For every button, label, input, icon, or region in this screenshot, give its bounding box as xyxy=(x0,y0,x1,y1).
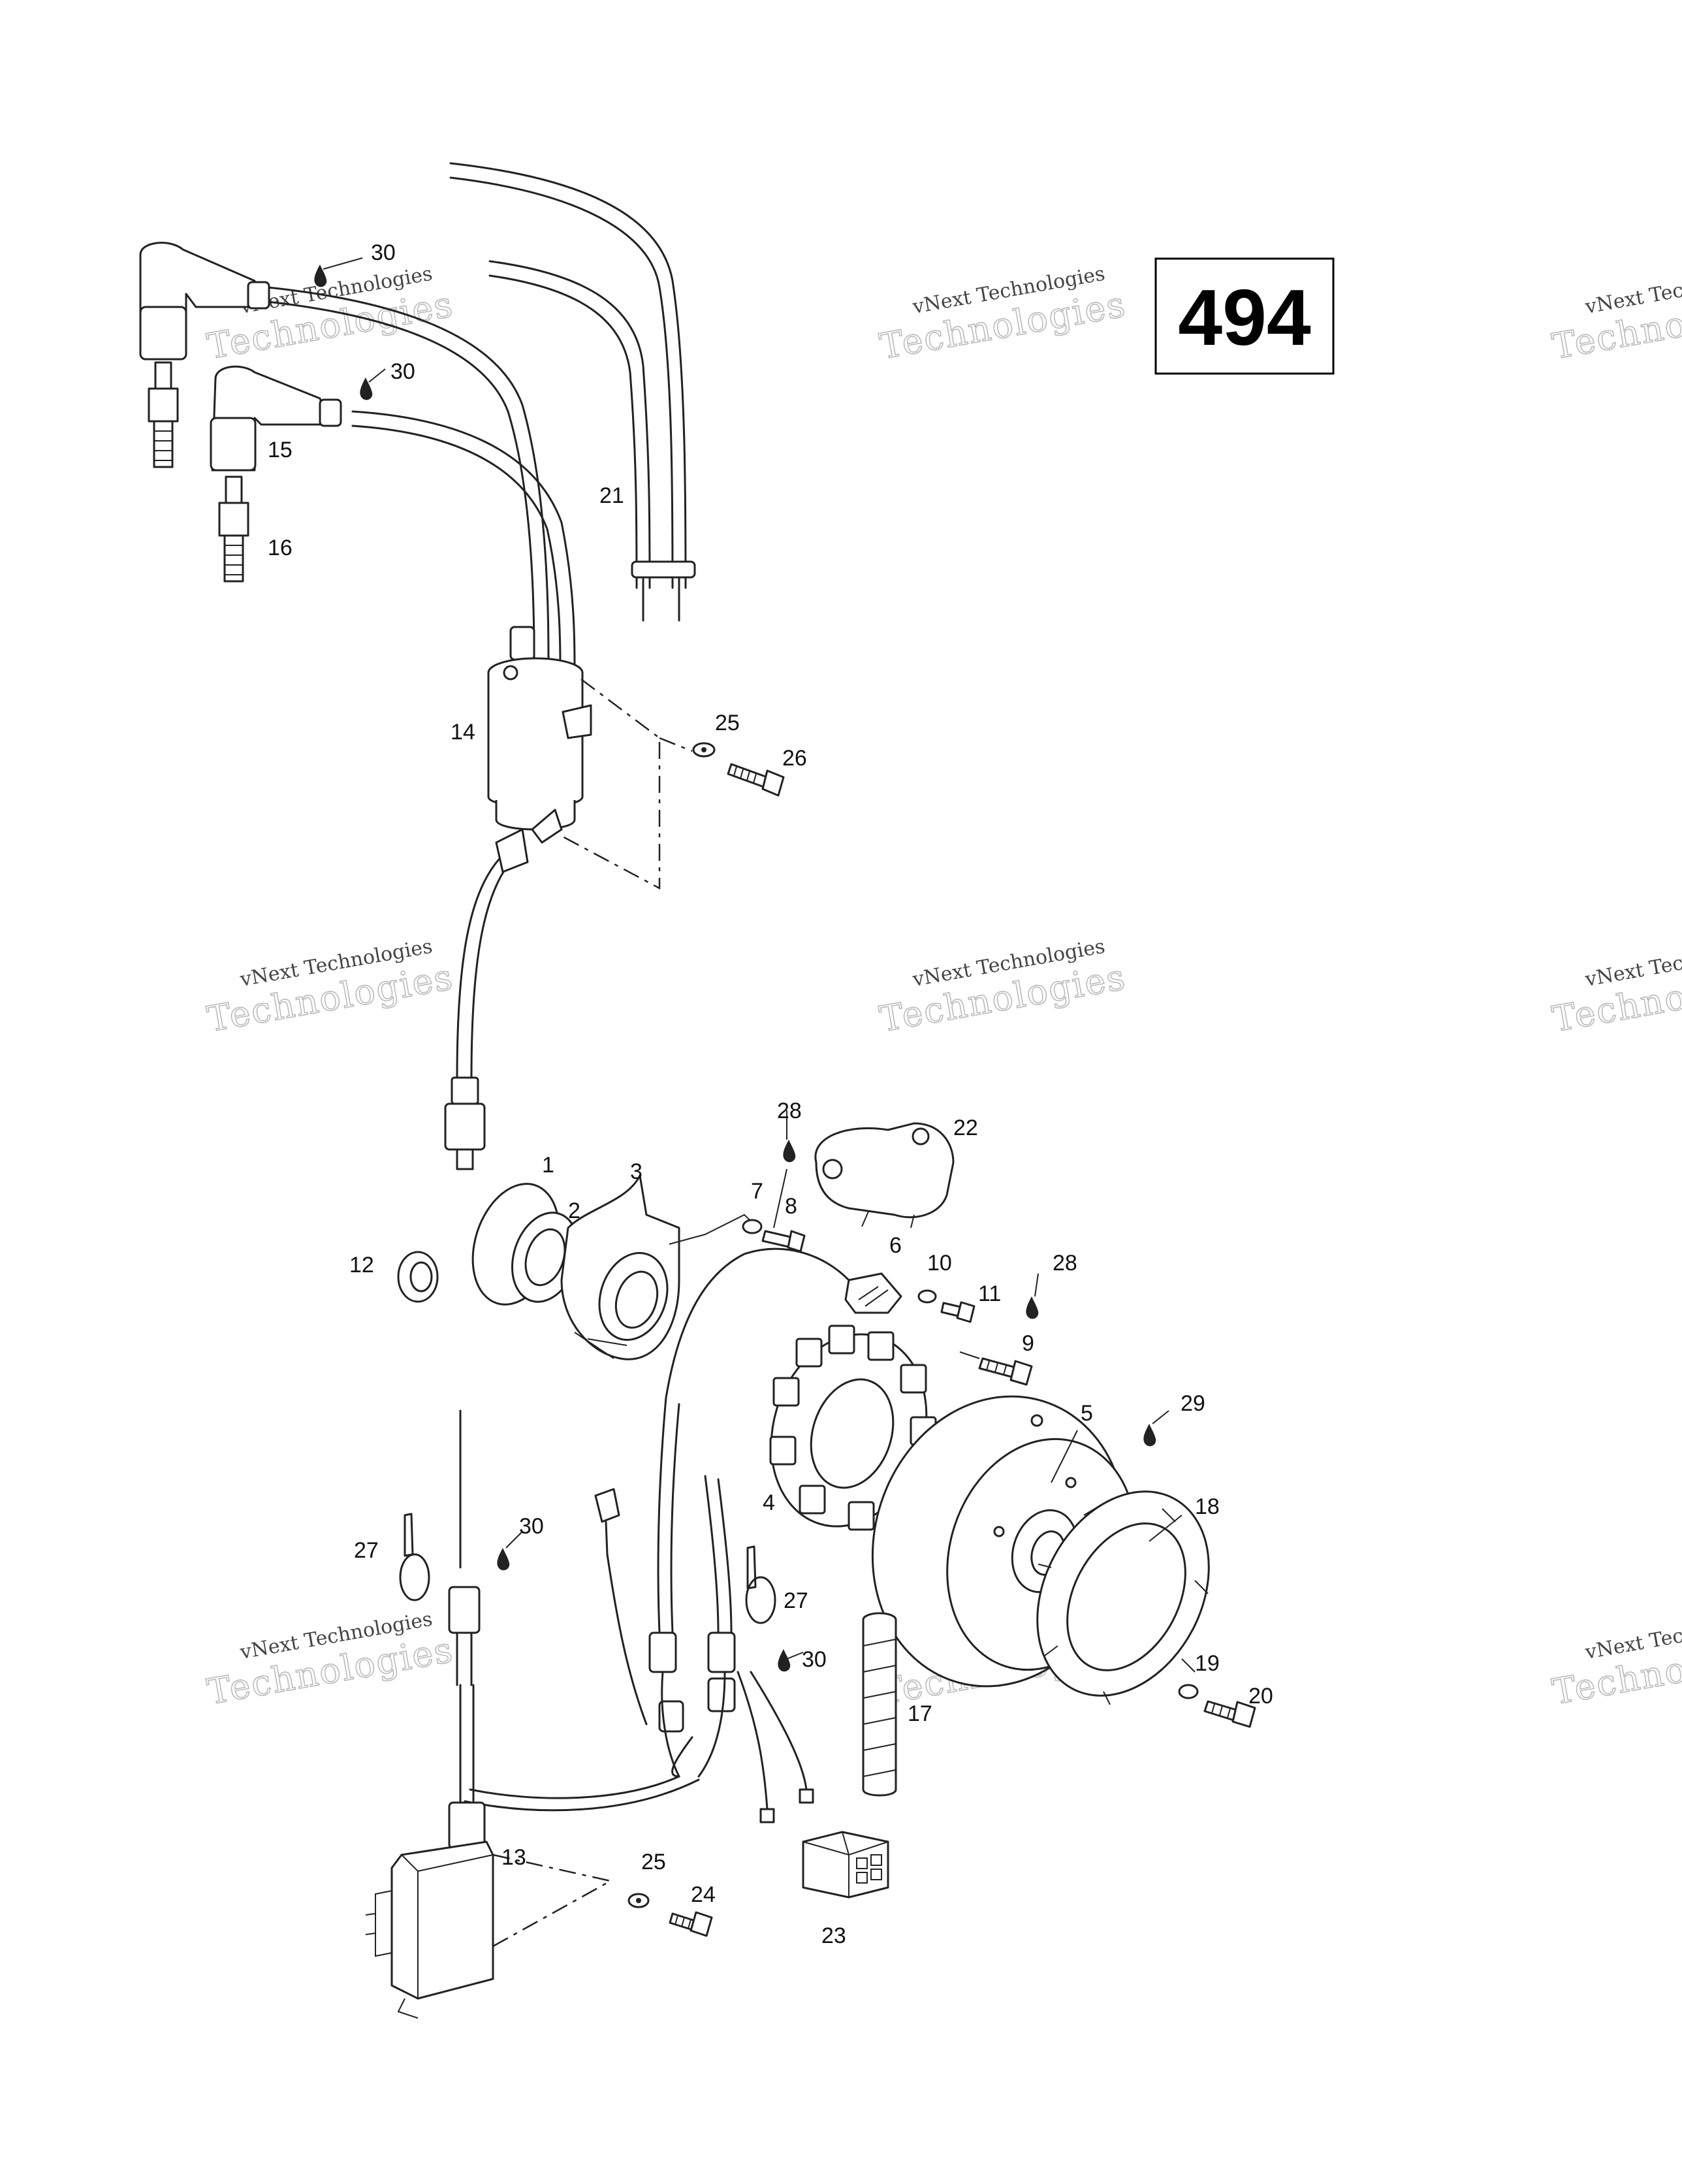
callout-19: 19 xyxy=(1195,1651,1220,1676)
callout-2: 2 xyxy=(568,1198,580,1223)
callout-labels: 1 2 3 4 5 6 7 8 9 10 11 12 13 14 15 16 1… xyxy=(268,240,1273,1948)
callout-28-lower: 28 xyxy=(1053,1251,1077,1276)
wiring-harness xyxy=(464,1396,814,1823)
callout-25-lower: 25 xyxy=(641,1850,666,1874)
washer-7 xyxy=(742,1219,763,1234)
callout-27-right: 27 xyxy=(784,1588,808,1613)
callout-30-b: 30 xyxy=(390,359,415,384)
grommet-12 xyxy=(397,1251,439,1303)
connector-23 xyxy=(802,1831,889,1899)
callout-11: 11 xyxy=(978,1281,1001,1306)
spark-plug-upper xyxy=(148,361,179,468)
coil-lead-wire xyxy=(444,828,529,1170)
ring-18 xyxy=(1036,1490,1210,1705)
callout-16: 16 xyxy=(268,536,293,560)
callout-26: 26 xyxy=(782,746,807,771)
sleeve-17 xyxy=(862,1612,897,1797)
screw-11 xyxy=(940,1301,976,1323)
screw-8 xyxy=(761,1230,806,1253)
callout-8: 8 xyxy=(785,1194,797,1219)
spark-plug-cap-upper xyxy=(139,242,270,361)
callout-30-a: 30 xyxy=(371,240,396,265)
callout-20: 20 xyxy=(1248,1684,1273,1709)
spark-plug-cap-lower xyxy=(210,365,342,472)
trigger-coil-6 xyxy=(665,1247,902,1399)
callout-29: 29 xyxy=(1181,1391,1205,1416)
coil-washer-25 xyxy=(692,742,716,758)
callout-25-upper: 25 xyxy=(715,711,740,735)
callout-7: 7 xyxy=(751,1179,763,1204)
leader-lines xyxy=(323,257,1182,1660)
callout-30-d: 30 xyxy=(802,1647,827,1672)
leader-3-to-7 xyxy=(669,1213,752,1245)
callout-30-c: 30 xyxy=(519,1514,544,1539)
callout-13: 13 xyxy=(501,1845,526,1870)
callout-17: 17 xyxy=(908,1701,932,1726)
coil-screw-26 xyxy=(727,763,785,797)
lubricant-drops xyxy=(314,265,1156,1672)
washer-10 xyxy=(917,1289,937,1304)
callout-9: 9 xyxy=(1022,1331,1034,1356)
voltage-regulator-13 xyxy=(365,1409,494,2019)
screw-20 xyxy=(1203,1700,1256,1728)
callout-1: 1 xyxy=(542,1153,554,1178)
screw-24 xyxy=(669,1911,713,1937)
callout-24: 24 xyxy=(691,1882,716,1907)
callout-18: 18 xyxy=(1195,1494,1220,1519)
callout-23: 23 xyxy=(821,1923,846,1948)
housing-3 xyxy=(560,1174,680,1360)
callout-14: 14 xyxy=(451,720,475,745)
washer-19 xyxy=(1178,1684,1199,1699)
page-number: 494 xyxy=(1178,273,1311,362)
callout-21: 21 xyxy=(599,483,624,508)
cable-tie-27-right xyxy=(745,1545,776,1624)
washer-25-lower xyxy=(627,1893,650,1908)
callout-15: 15 xyxy=(268,438,293,462)
callout-6: 6 xyxy=(889,1233,902,1258)
callout-10: 10 xyxy=(927,1251,952,1276)
callout-4: 4 xyxy=(763,1490,775,1515)
page-number-box: 494 xyxy=(1154,257,1335,375)
callout-12: 12 xyxy=(349,1253,374,1277)
callout-27-left: 27 xyxy=(354,1538,379,1563)
callout-3: 3 xyxy=(630,1159,643,1184)
callout-22: 22 xyxy=(953,1116,978,1140)
spark-plug-lower xyxy=(218,475,249,583)
cable-tie-27-left xyxy=(399,1513,430,1601)
screw-9 xyxy=(959,1351,1033,1386)
callout-28-upper: 28 xyxy=(777,1099,802,1123)
coil-mounting-lines xyxy=(561,679,693,890)
regulator-mounting-lines xyxy=(492,1854,611,1948)
cover-22 xyxy=(814,1122,955,1228)
ignition-coil xyxy=(487,626,592,844)
callout-5: 5 xyxy=(1081,1401,1093,1426)
high-tension-wires xyxy=(266,162,696,667)
